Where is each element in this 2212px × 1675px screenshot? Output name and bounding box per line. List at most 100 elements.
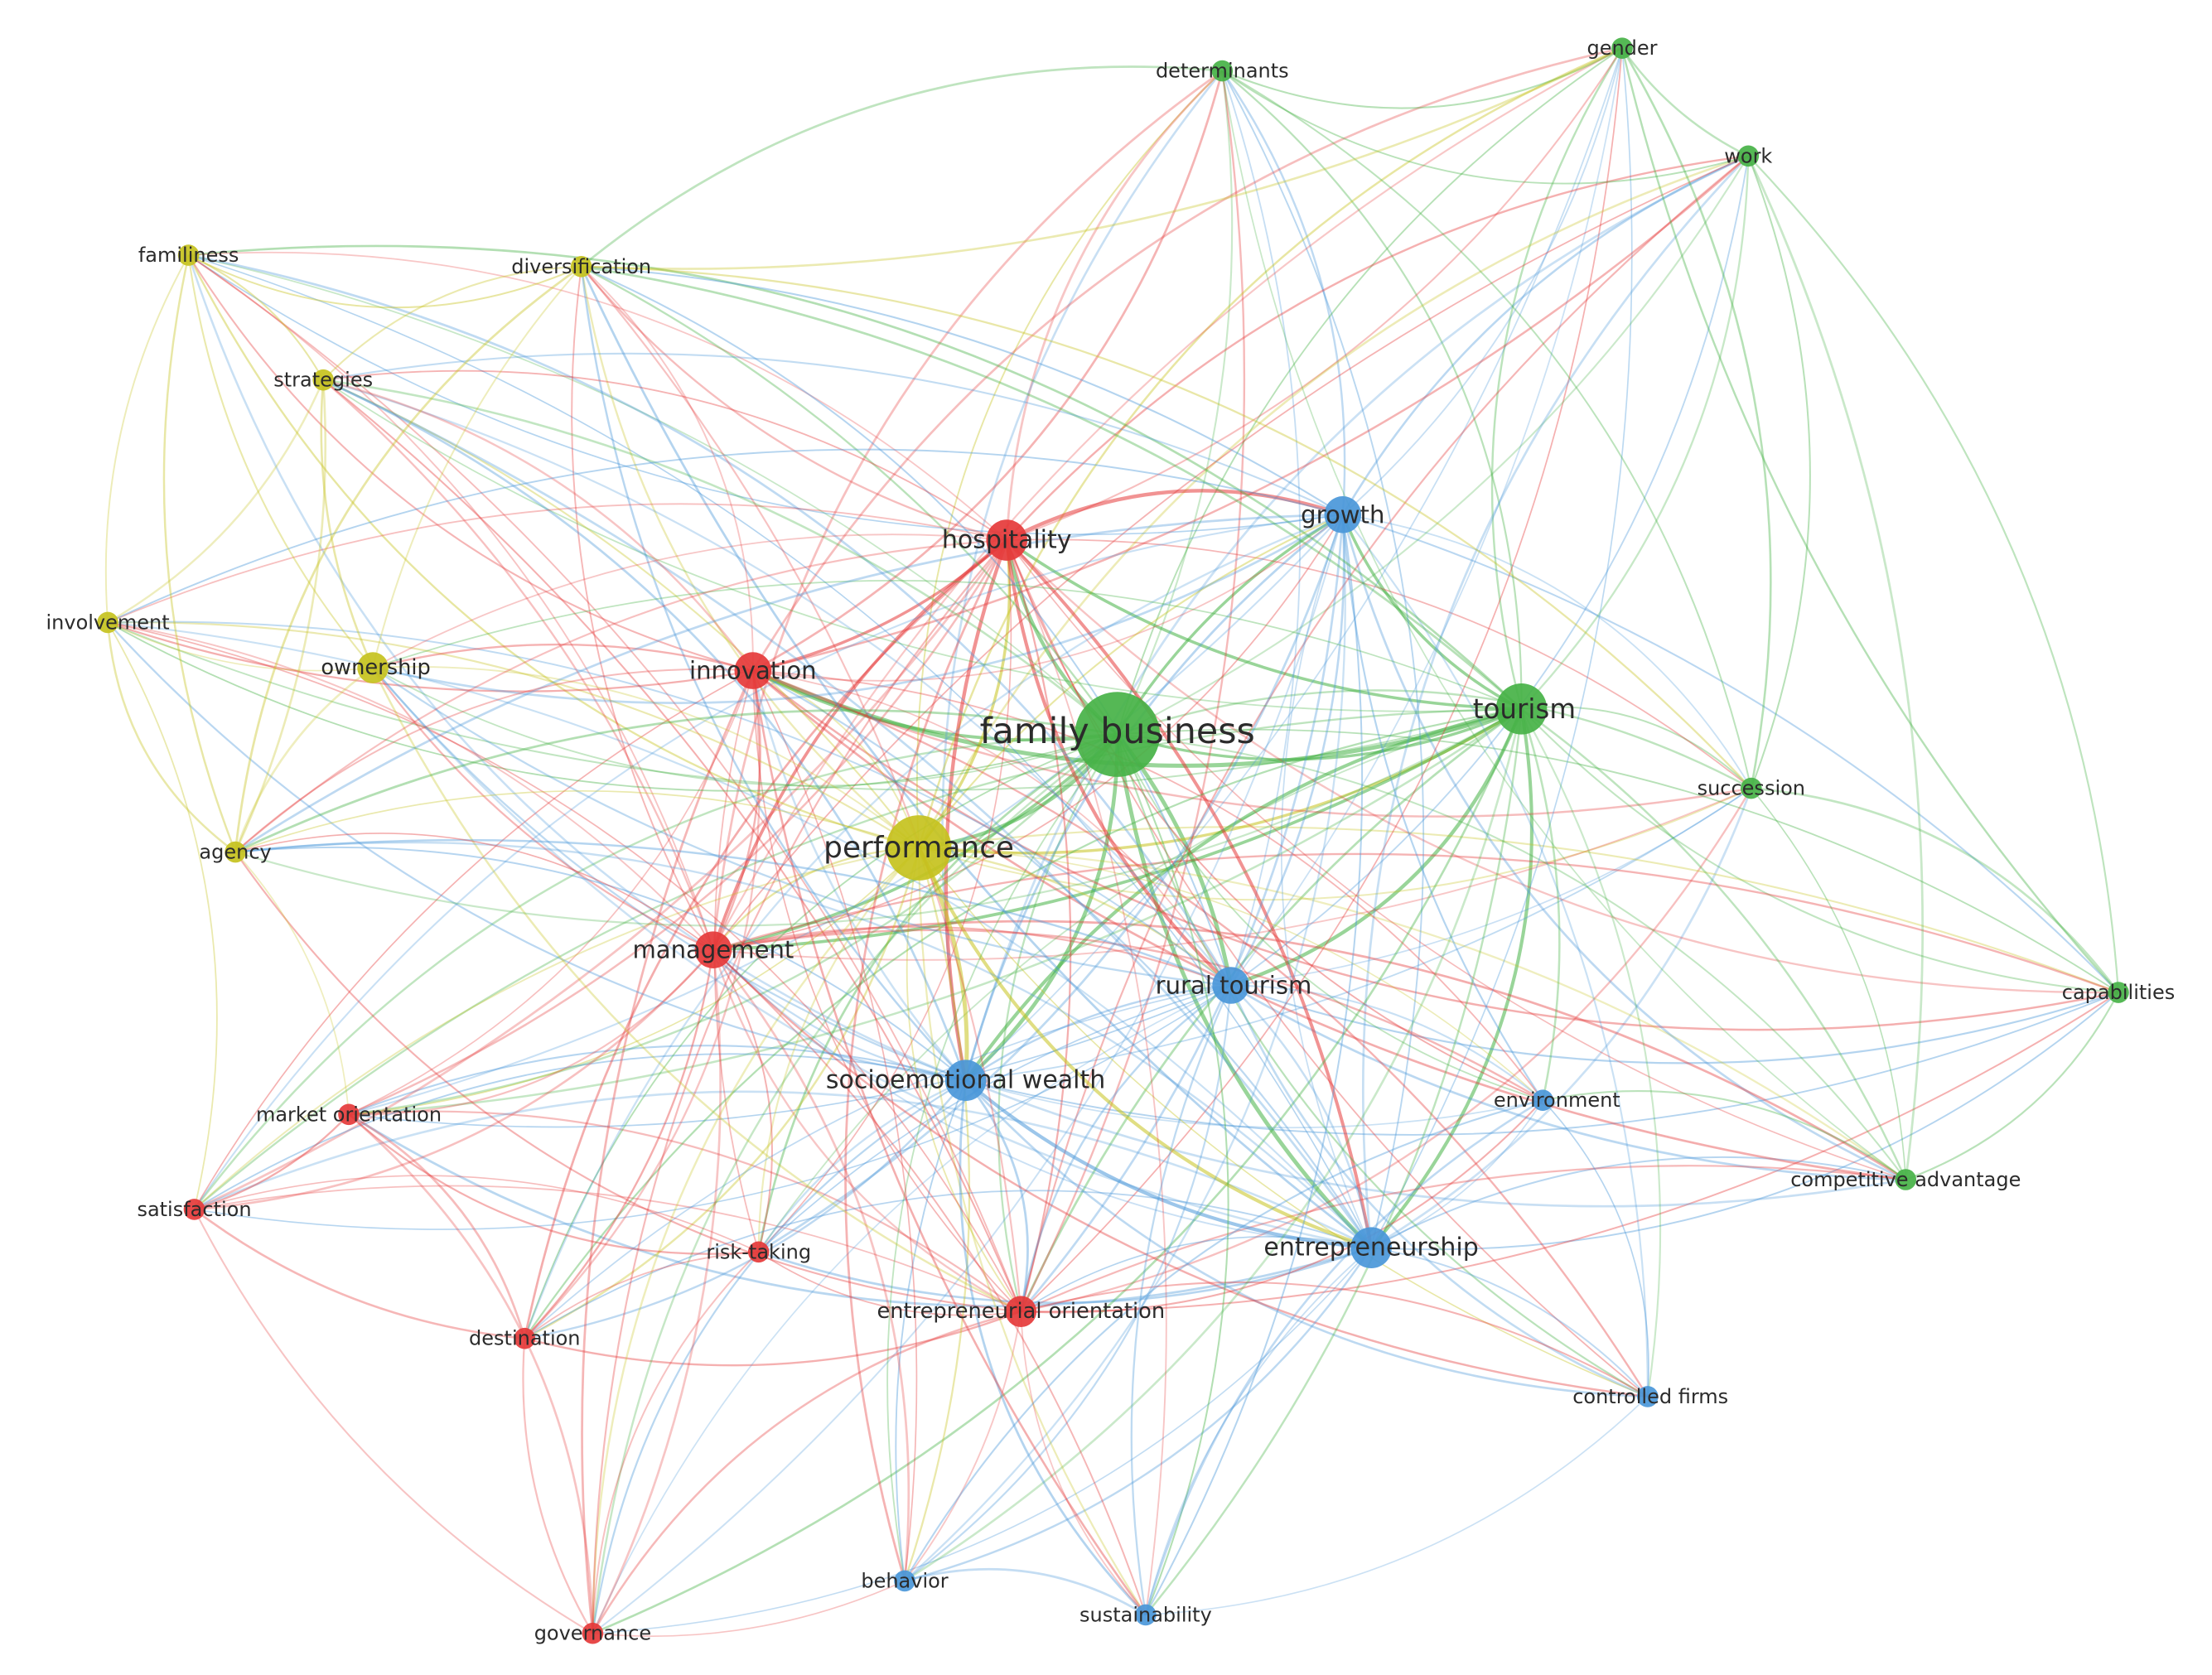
edge-sustainability-entrepreneurship xyxy=(1145,1247,1372,1615)
edge-succession-growth xyxy=(1342,514,1752,789)
edge-controlled-firms-tourism xyxy=(1520,708,1662,1397)
edge-competitive-advantage-family-business xyxy=(1117,733,1907,1180)
edge-tourism-hospitality xyxy=(1006,538,1522,711)
edge-succession-socioemotional-wealth xyxy=(965,787,1752,1082)
node-agency[interactable] xyxy=(225,841,246,863)
label-diversification: diversification xyxy=(511,255,651,278)
node-tourism[interactable] xyxy=(1495,683,1548,735)
node-hospitality[interactable] xyxy=(986,519,1027,561)
edge-diversification-entrepreneurial-orientation xyxy=(580,266,1022,1312)
edge-familiness-family-business xyxy=(188,254,1118,736)
label-market-orientation: market orientation xyxy=(256,1103,442,1126)
edge-satisfaction-destination xyxy=(193,1208,525,1340)
edge-sustainability-innovation xyxy=(751,670,1147,1616)
edge-governance-performance xyxy=(592,847,920,1634)
node-satisfaction[interactable] xyxy=(183,1199,205,1220)
node-growth[interactable] xyxy=(1324,496,1362,533)
edge-familiness-hospitality xyxy=(188,251,1007,541)
edge-satisfaction-performance xyxy=(193,847,920,1210)
edge-satisfaction-socioemotional-wealth xyxy=(194,1053,966,1210)
edge-environment-innovation xyxy=(752,669,1543,1101)
edge-growth-rural-tourism xyxy=(1229,514,1345,987)
node-market-orientation[interactable] xyxy=(338,1103,360,1126)
node-socioemotional-wealth[interactable] xyxy=(944,1060,987,1101)
edge-hospitality-innovation xyxy=(752,538,1008,673)
edge-involvement-rural-tourism xyxy=(108,620,1232,987)
edge-risk-taking-hospitality xyxy=(758,540,1012,1253)
edge-competitive-advantage-socioemotional-wealth xyxy=(965,1079,1906,1208)
edge-ownership-growth xyxy=(372,514,1344,705)
edge-management-socioemotional-wealth xyxy=(712,949,966,1082)
node-sustainability[interactable] xyxy=(1135,1604,1157,1626)
edge-family-business-socioemotional-wealth xyxy=(964,734,1120,1082)
edge-work-tourism xyxy=(1520,156,1750,710)
node-risk-taking[interactable] xyxy=(747,1241,770,1263)
label-performance: performance xyxy=(823,831,1014,865)
node-gender[interactable] xyxy=(1611,37,1633,59)
node-environment[interactable] xyxy=(1532,1089,1553,1111)
edge-diversification-performance xyxy=(580,266,920,849)
edge-environment-family-business xyxy=(1116,734,1543,1102)
edge-capabilities-performance xyxy=(918,826,2119,994)
edge-controlled-firms-hospitality xyxy=(1006,539,1649,1397)
node-ownership[interactable] xyxy=(357,652,389,683)
node-capabilities[interactable] xyxy=(2108,982,2129,1003)
node-work[interactable] xyxy=(1737,145,1760,167)
node-performance[interactable] xyxy=(886,815,952,881)
edge-competitive-advantage-capabilities xyxy=(1905,992,2119,1181)
label-satisfaction: satisfaction xyxy=(137,1198,251,1221)
edge-work-rural-tourism xyxy=(1230,156,1750,987)
label-familiness: familiness xyxy=(138,244,239,267)
edge-tourism-entrepreneurship xyxy=(1369,708,1533,1249)
label-family-business: family business xyxy=(980,711,1255,752)
edge-sustainability-environment xyxy=(1144,1099,1543,1615)
edge-satisfaction-family-business xyxy=(193,733,1118,1210)
edge-gender-hospitality xyxy=(1006,47,1623,542)
node-behavior[interactable] xyxy=(894,1570,915,1592)
edge-risk-taking-entrepreneurship xyxy=(758,1246,1372,1305)
edge-hospitality-socioemotional-wealth xyxy=(944,539,1009,1081)
edge-destination-governance xyxy=(522,1338,594,1634)
edge-behavior-entrepreneurship xyxy=(904,1247,1373,1582)
edge-controlled-firms-socioemotional-wealth xyxy=(964,1079,1648,1398)
edge-destination-management xyxy=(524,949,715,1340)
edge-involvement-management xyxy=(107,621,714,951)
label-innovation: innovation xyxy=(689,657,817,685)
node-governance[interactable] xyxy=(582,1622,604,1644)
node-determinants[interactable] xyxy=(1211,60,1234,82)
node-entrepreneurship[interactable] xyxy=(1350,1227,1392,1268)
edge-rural-tourism-socioemotional-wealth xyxy=(964,984,1231,1082)
edge-environment-behavior xyxy=(904,1099,1543,1581)
edge-succession-hospitality xyxy=(1007,538,1752,789)
node-rural-tourism[interactable] xyxy=(1212,967,1249,1004)
edge-controlled-firms-entrepreneurship xyxy=(1370,1247,1649,1397)
edge-growth-entrepreneurship xyxy=(1280,514,1372,1248)
label-agency: agency xyxy=(199,841,271,864)
edge-innovation-socioemotional-wealth xyxy=(751,670,967,1082)
edge-satisfaction-management xyxy=(194,949,714,1211)
edge-governance-rural-tourism xyxy=(592,984,1231,1634)
edge-familiness-strategies xyxy=(188,254,325,381)
node-involvement[interactable] xyxy=(97,611,118,634)
edge-competitive-advantage-entrepreneurial-orientation xyxy=(1020,1165,1906,1313)
node-innovation[interactable] xyxy=(734,652,772,689)
node-management[interactable] xyxy=(694,931,732,968)
edge-entrepreneurship-performance xyxy=(917,847,1372,1250)
edge-involvement-performance xyxy=(108,621,920,849)
label-hospitality: hospitality xyxy=(942,526,1072,555)
node-family-business[interactable] xyxy=(1075,692,1160,777)
edge-sustainability-hospitality xyxy=(1006,539,1167,1615)
node-strategies[interactable] xyxy=(312,369,335,391)
node-succession[interactable] xyxy=(1741,777,1762,799)
node-entrepreneurial-orientation[interactable] xyxy=(1005,1296,1037,1327)
label-gender: gender xyxy=(1587,36,1657,60)
edge-strategies-tourism xyxy=(322,379,1522,712)
node-controlled-firms[interactable] xyxy=(1637,1386,1659,1407)
edge-familiness-innovation xyxy=(187,254,754,672)
node-familiness[interactable] xyxy=(177,244,200,266)
node-destination[interactable] xyxy=(514,1327,536,1349)
edge-familiness-tourism xyxy=(188,244,1523,710)
node-competitive-advantage[interactable] xyxy=(1895,1169,1917,1190)
node-diversification[interactable] xyxy=(570,256,592,278)
